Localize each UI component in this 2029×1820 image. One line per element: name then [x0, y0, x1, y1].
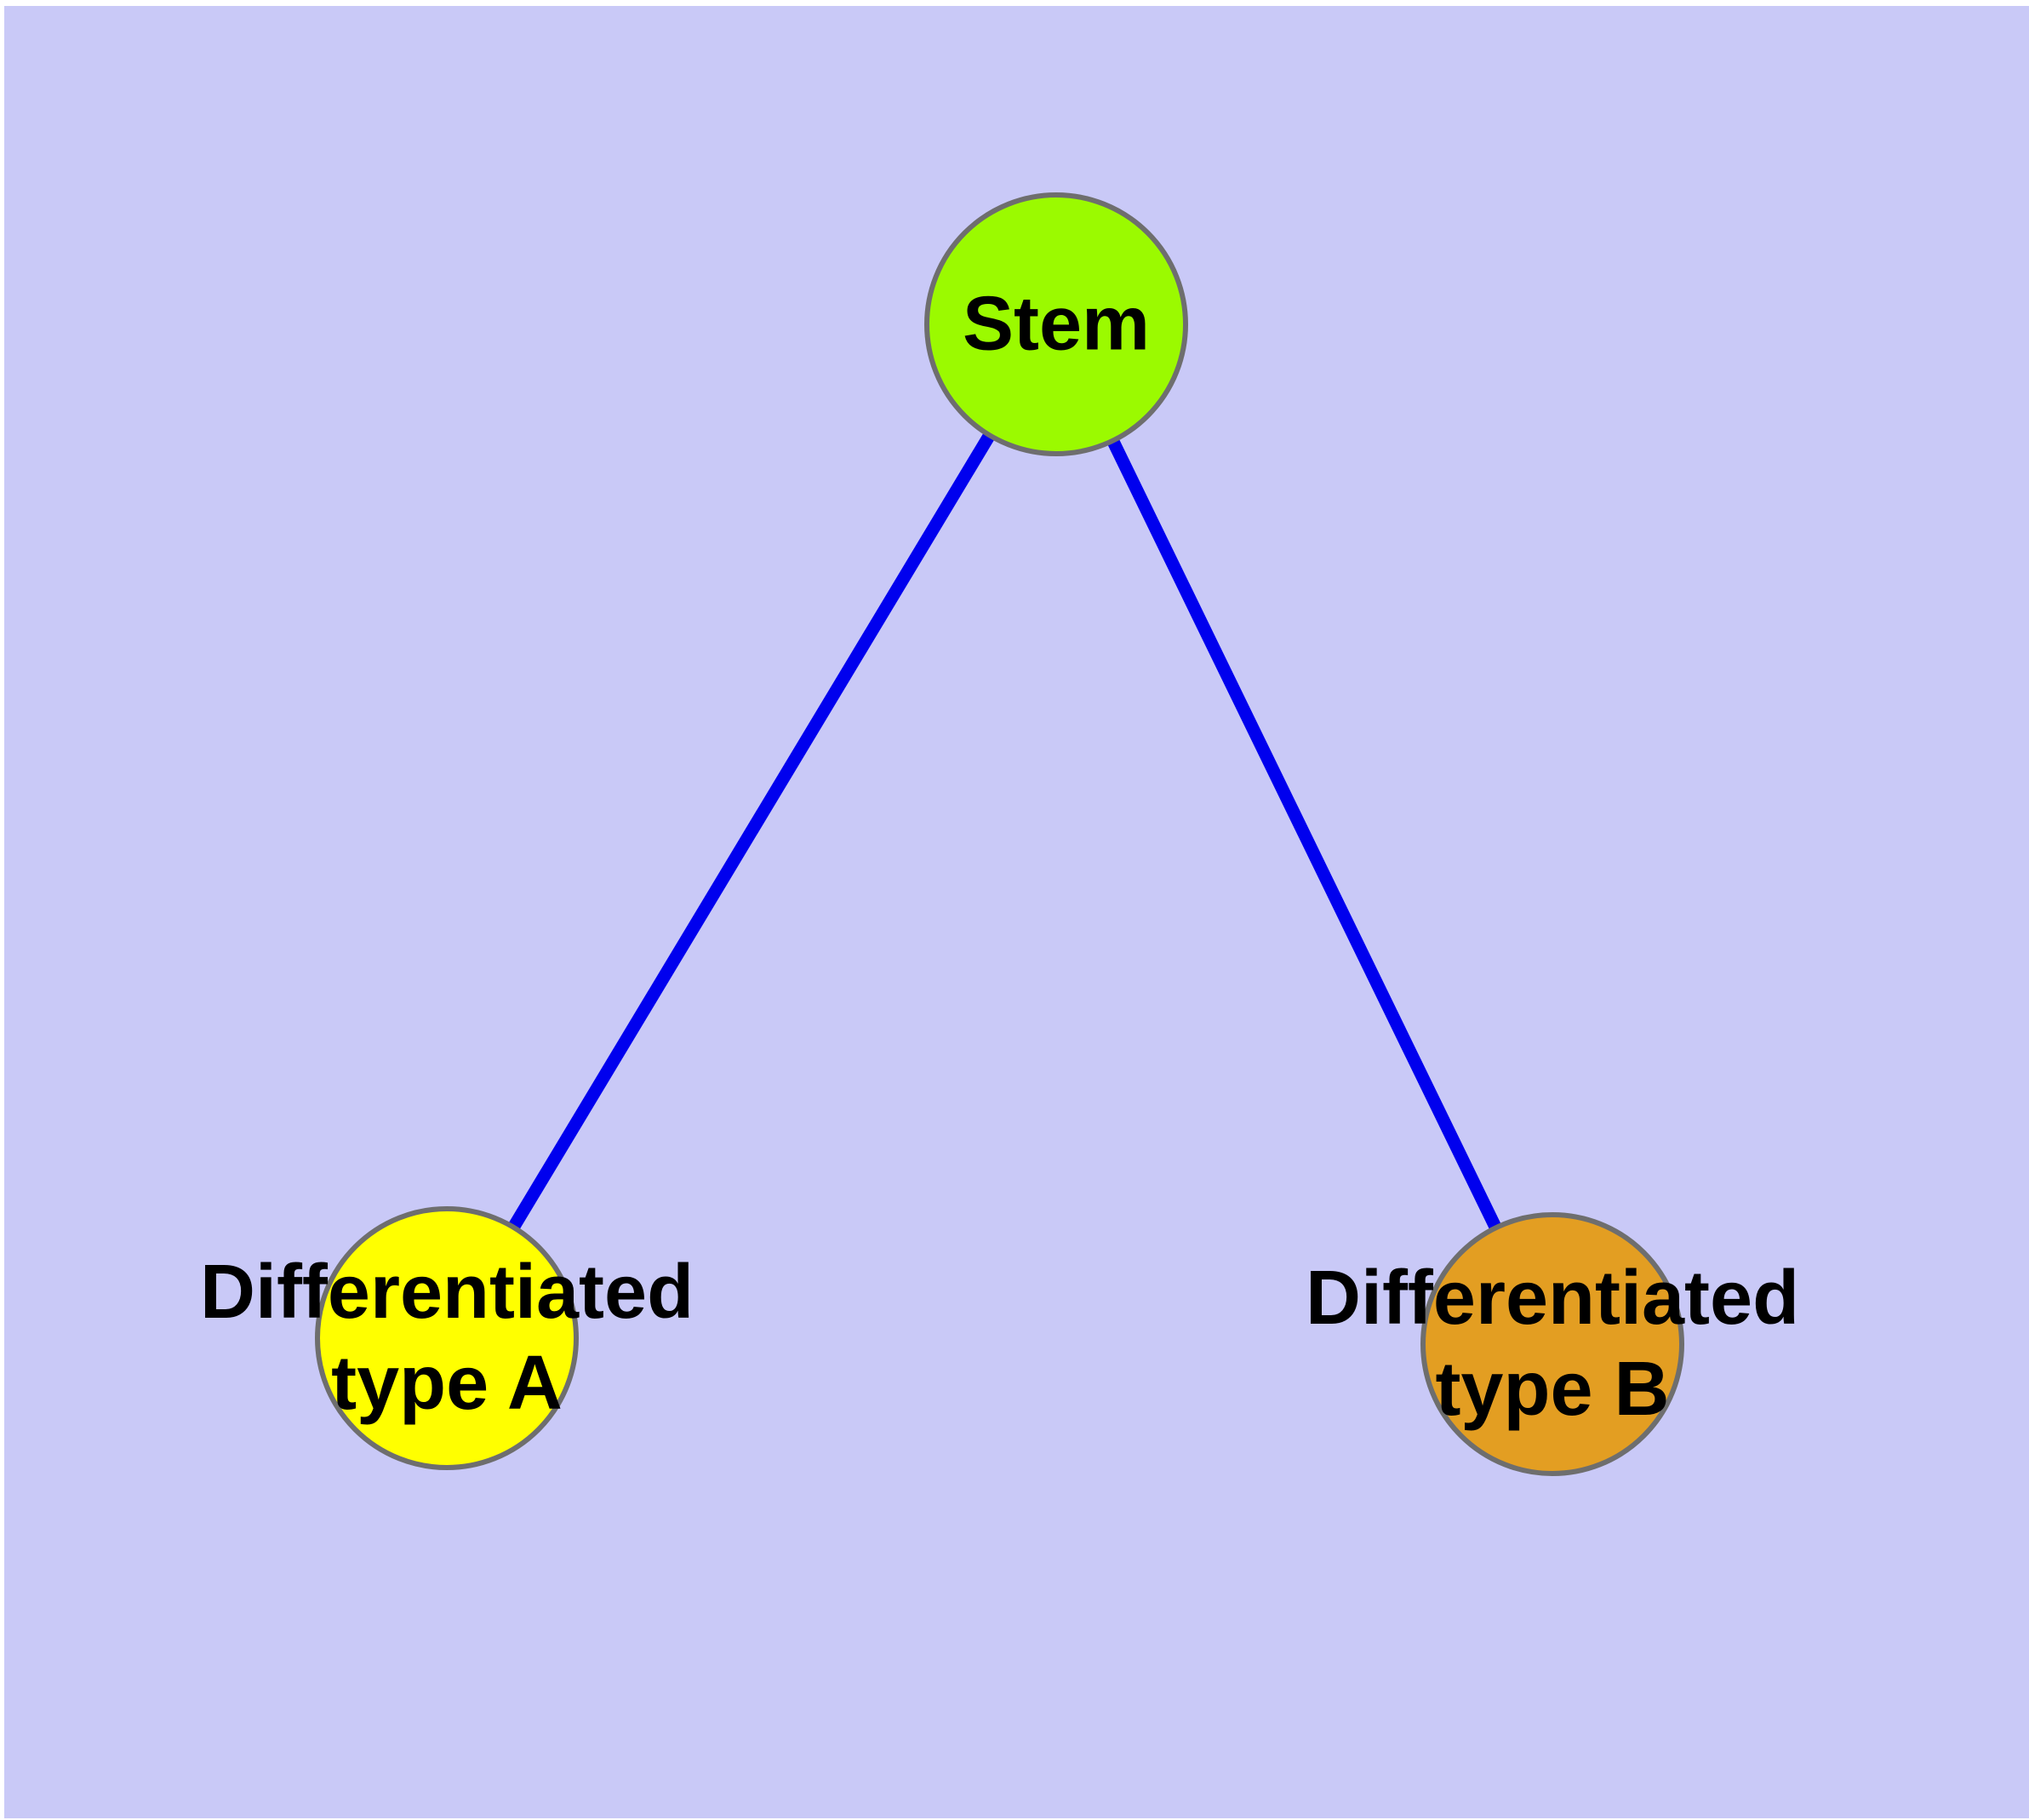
diagram-canvas: Stem Differentiated type A Differentiate… — [4, 6, 2029, 1818]
graph-svg — [315, 192, 1684, 1476]
node-type-a-circle — [315, 1206, 579, 1470]
node-type-b-circle — [1420, 1212, 1684, 1476]
edge-stem-to-type-a — [441, 321, 1062, 1342]
node-stem-circle — [924, 192, 1188, 456]
edge-stem-to-type-b — [1050, 321, 1558, 1348]
